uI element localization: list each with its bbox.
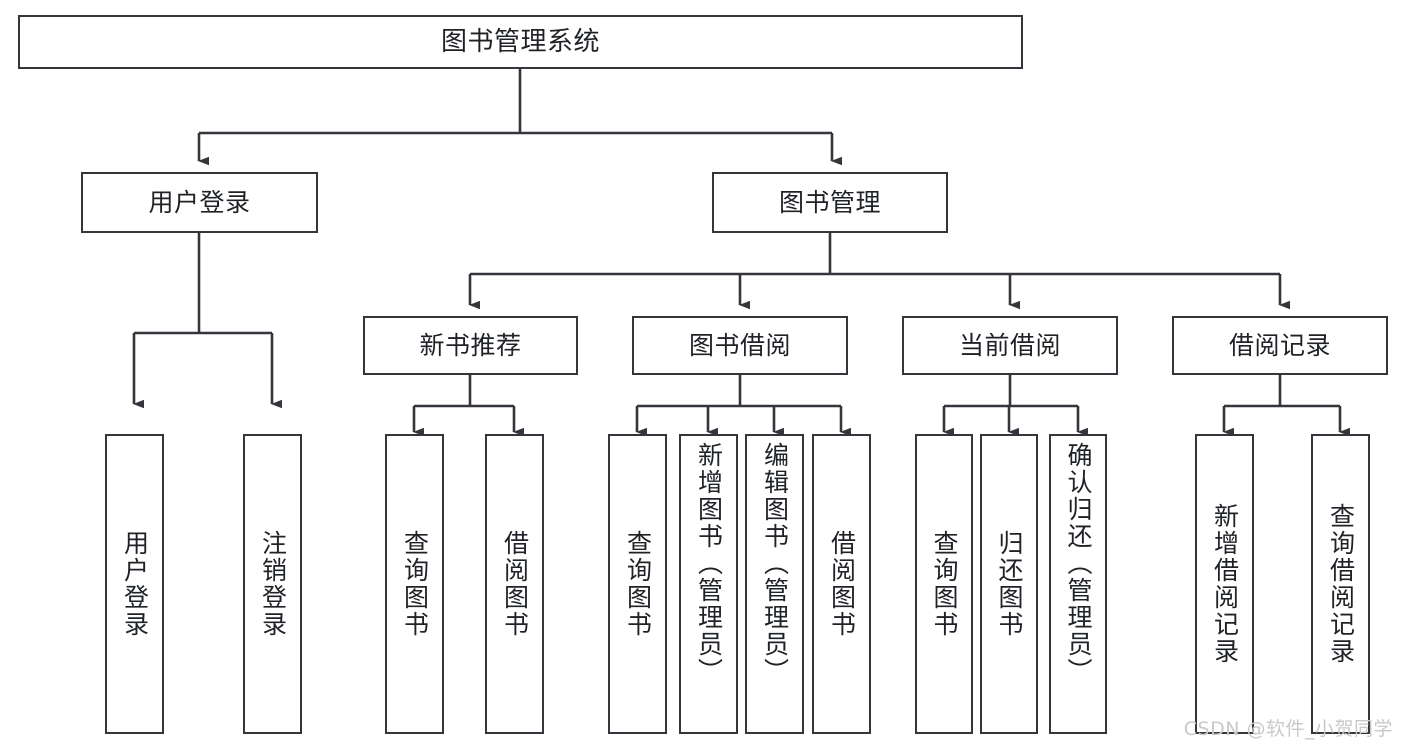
node-label: 借阅图书 <box>500 530 530 638</box>
node-label: 新书推荐 <box>419 330 522 360</box>
leaf-current-return-book[interactable]: 归还图书 <box>980 434 1038 734</box>
node-label: 图书管理 <box>778 187 881 217</box>
node-label: 图书借阅 <box>688 330 791 360</box>
node-label: 新增图书（管理员） <box>694 442 724 685</box>
node-label: 注销登录 <box>258 530 288 638</box>
leaf-current-confirm-return-admin[interactable]: 确认归还（管理员） <box>1049 434 1107 734</box>
leaf-record-add-record[interactable]: 新增借阅记录 <box>1195 434 1254 734</box>
node-label: 查询借阅记录 <box>1326 503 1356 665</box>
node-label: 查询图书 <box>930 530 959 638</box>
node-label: 查询图书 <box>400 530 430 638</box>
node-label: 用户登录 <box>148 187 251 217</box>
node-label: 借阅记录 <box>1228 330 1331 360</box>
leaf-record-query-record[interactable]: 查询借阅记录 <box>1311 434 1370 734</box>
leaf-borrow-add-book-admin[interactable]: 新增图书（管理员） <box>679 434 738 734</box>
leaf-recommend-query-book[interactable]: 查询图书 <box>385 434 444 734</box>
leaf-borrow-borrow-book[interactable]: 借阅图书 <box>812 434 871 734</box>
leaf-user-login-signout[interactable]: 注销登录 <box>243 434 302 734</box>
node-borrow-record[interactable]: 借阅记录 <box>1172 316 1388 375</box>
node-label: 编辑图书（管理员） <box>760 442 790 685</box>
watermark: CSDN @软件_小贺同学 <box>1183 718 1393 740</box>
node-label: 确认归还（管理员） <box>1064 442 1093 685</box>
node-label: 新增借阅记录 <box>1210 503 1240 665</box>
node-current-borrow[interactable]: 当前借阅 <box>902 316 1118 375</box>
node-book-management[interactable]: 图书管理 <box>712 172 948 233</box>
node-label: 借阅图书 <box>827 530 857 638</box>
node-label: 查询图书 <box>623 530 653 638</box>
node-label: 归还图书 <box>995 530 1024 638</box>
leaf-current-query-book[interactable]: 查询图书 <box>915 434 973 734</box>
node-label: 用户登录 <box>120 530 150 638</box>
leaf-borrow-edit-book-admin[interactable]: 编辑图书（管理员） <box>745 434 804 734</box>
node-label: 当前借阅 <box>958 330 1061 360</box>
leaf-user-login-signin[interactable]: 用户登录 <box>105 434 164 734</box>
leaf-recommend-borrow-book[interactable]: 借阅图书 <box>485 434 544 734</box>
node-root-system[interactable]: 图书管理系统 <box>18 15 1023 69</box>
node-new-book-recommend[interactable]: 新书推荐 <box>363 316 578 375</box>
node-user-login[interactable]: 用户登录 <box>81 172 318 233</box>
node-label: 图书管理系统 <box>440 26 600 57</box>
leaf-borrow-query-book[interactable]: 查询图书 <box>608 434 667 734</box>
node-book-borrow[interactable]: 图书借阅 <box>632 316 848 375</box>
